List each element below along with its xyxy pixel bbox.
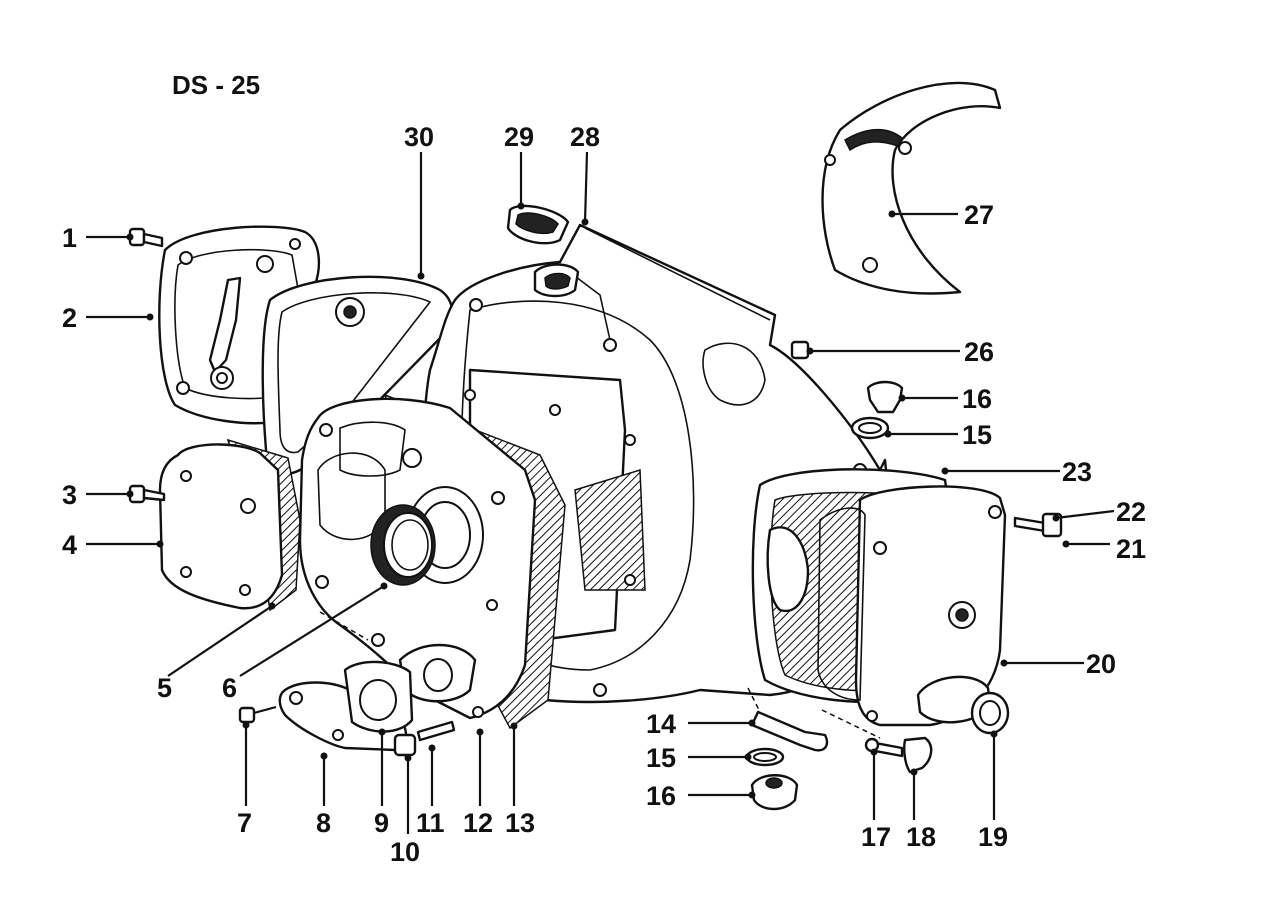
part-17-screw (864, 737, 904, 758)
assembly-guide-lines (319, 611, 881, 739)
part-27-shield (821, 81, 1002, 295)
callout-30: 30 (404, 122, 434, 152)
callout-8: 8 (316, 808, 331, 838)
callout-14: 14 (646, 709, 676, 739)
callout-10: 10 (390, 837, 420, 867)
part-3-screw (128, 484, 166, 504)
callout-16-lower: 16 (646, 781, 676, 811)
part-7-screw (238, 705, 277, 724)
diagram-title: DS - 25 (172, 70, 260, 100)
part-4-small-cover (158, 438, 301, 612)
callout-4: 4 (62, 530, 77, 560)
callout-7: 7 (237, 808, 252, 838)
callout-20: 20 (1086, 649, 1116, 679)
callout-leaders (86, 151, 1115, 834)
callout-29: 29 (504, 122, 534, 152)
part-26-bolt (790, 340, 810, 360)
part-16-nut-lower (750, 774, 799, 811)
callout-22: 22 (1116, 497, 1146, 527)
part-11-bolt (416, 720, 456, 742)
leader-6 (239, 585, 385, 677)
leader-28 (583, 151, 589, 223)
callout-12: 12 (463, 808, 493, 838)
part-6-oil-seal (370, 504, 436, 586)
callout-15-upper: 15 (962, 420, 992, 450)
part-22-bolt (1013, 516, 1047, 533)
timing-cover-assembly (298, 393, 566, 730)
leader-5 (167, 605, 273, 677)
callout-18: 18 (906, 822, 936, 852)
part-29-insert (506, 204, 570, 245)
callout-28: 28 (570, 122, 600, 152)
callout-26: 26 (964, 337, 994, 367)
part-15-washer-upper (850, 416, 890, 440)
part-15-washer-lower (745, 747, 785, 767)
callout-9: 9 (374, 808, 389, 838)
callout-16-upper: 16 (962, 384, 992, 414)
part-30-gasket (261, 275, 454, 476)
callout-21: 21 (1116, 534, 1146, 564)
callout-2: 2 (62, 303, 77, 333)
callout-23: 23 (1062, 457, 1092, 487)
callout-6: 6 (222, 673, 237, 703)
callout-labels: 1 2 3 4 5 6 7 8 9 10 11 12 13 14 15 16 1… (62, 122, 1146, 867)
callout-3: 3 (62, 480, 77, 510)
callout-1: 1 (62, 223, 77, 253)
part-8-flange (278, 660, 414, 752)
leader-22 (1055, 509, 1115, 520)
callout-19: 19 (978, 822, 1008, 852)
part-16-plug-upper (866, 380, 904, 414)
callout-15-lower: 15 (646, 743, 676, 773)
callout-17: 17 (861, 822, 891, 852)
callout-5: 5 (157, 673, 172, 703)
part-19-seal (970, 691, 1010, 735)
part-1-screw (128, 227, 164, 248)
callout-13: 13 (505, 808, 535, 838)
part-10-washer (393, 733, 417, 757)
callout-27: 27 (964, 200, 994, 230)
part-14-sensor (750, 710, 829, 752)
part-18-clip (903, 736, 933, 774)
callout-11: 11 (416, 808, 445, 838)
